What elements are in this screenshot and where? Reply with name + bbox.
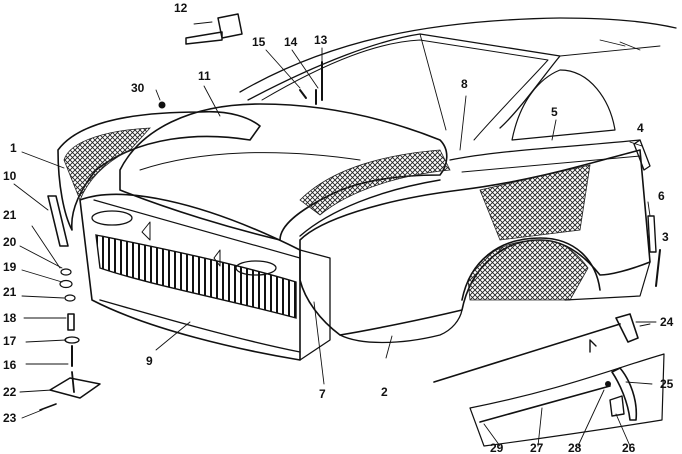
bodyshell	[57, 103, 651, 361]
callout-6: 6	[658, 189, 665, 203]
callout-labels: 1 2 3 4 5 6 7 8 9 10 11 12 13 14 15 16 1…	[3, 1, 674, 454]
callout-7: 7	[319, 387, 326, 401]
boot-lid	[119, 103, 448, 241]
callout-28: 28	[568, 441, 582, 454]
callout-3: 3	[662, 230, 669, 244]
callout-22: 22	[3, 385, 17, 399]
callout-9: 9	[146, 354, 153, 368]
callout-8: 8	[461, 77, 468, 91]
callout-17: 17	[3, 334, 17, 348]
right-tail-lamp	[235, 260, 277, 276]
leader-lines	[13, 21, 657, 447]
callout-2: 2	[381, 385, 388, 399]
callout-12: 12	[174, 1, 188, 15]
rear-grille	[95, 234, 297, 319]
callout-1: 1	[10, 141, 17, 155]
callout-29: 29	[490, 441, 504, 454]
callout-21-upper: 21	[3, 208, 17, 222]
callout-27: 27	[530, 441, 544, 454]
detached-parts	[39, 13, 665, 447]
callout-15: 15	[252, 35, 266, 49]
hinge-part	[185, 13, 243, 45]
roof-and-windscreen	[239, 17, 677, 141]
callout-14: 14	[284, 35, 298, 49]
callout-13: 13	[314, 33, 328, 47]
callout-11: 11	[198, 69, 211, 83]
callout-26: 26	[622, 441, 636, 454]
fastener-stack	[59, 268, 80, 367]
grommet-part	[158, 101, 166, 109]
callout-18: 18	[3, 311, 17, 325]
rear-panel	[79, 193, 301, 361]
trim-strip-10	[47, 195, 69, 247]
callout-30: 30	[131, 81, 145, 95]
callout-10: 10	[3, 169, 17, 183]
callout-5: 5	[551, 105, 558, 119]
left-tail-lamp	[91, 210, 133, 226]
callout-25: 25	[660, 377, 674, 391]
callout-24: 24	[660, 315, 674, 329]
callout-4: 4	[637, 121, 644, 135]
right-rear-wing	[299, 149, 651, 336]
callout-23: 23	[3, 411, 17, 425]
callout-20: 20	[3, 235, 17, 249]
callout-16: 16	[3, 358, 17, 372]
callout-19: 19	[3, 260, 17, 274]
callout-21-lower: 21	[3, 285, 17, 299]
